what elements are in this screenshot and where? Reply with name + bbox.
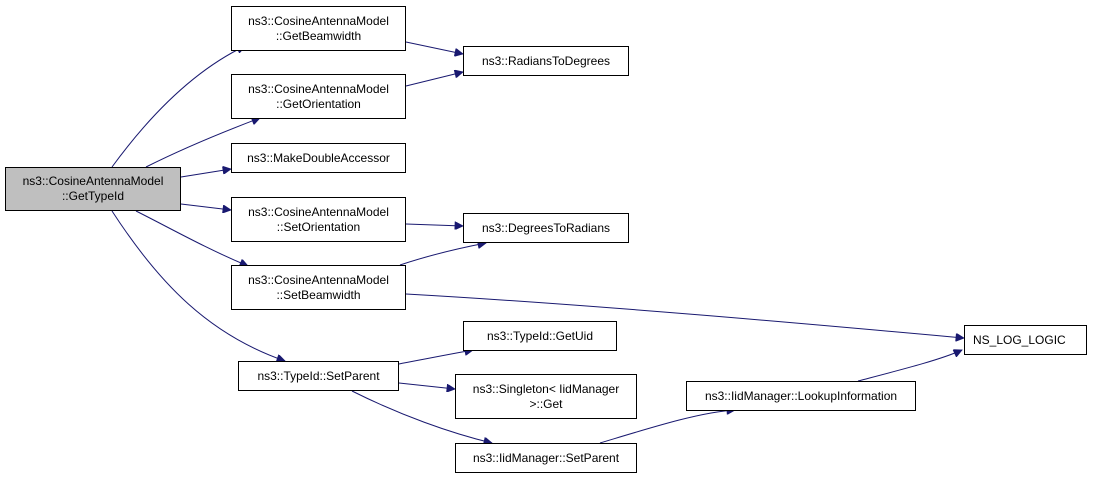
- node-label-line1: ns3::IidManager::LookupInformation: [704, 388, 898, 403]
- edge-get-type-id-to-set-beamwidth: [135, 210, 248, 266]
- edge-get-orientation-to-radians-to-degrees: [405, 72, 463, 87]
- edge-typeid-set-parent-to-iidmanager-set-parent: [351, 390, 492, 443]
- node-typeid-set-parent[interactable]: ns3::TypeId::SetParent: [238, 361, 399, 391]
- node-label-line2: >::Get: [529, 396, 563, 411]
- node-ns-log-logic[interactable]: NS_LOG_LOGIC: [964, 325, 1087, 355]
- node-label-line2: ::SetBeamwidth: [276, 287, 361, 302]
- node-label-line1: ns3::MakeDoubleAccessor: [247, 150, 390, 165]
- edge-get-type-id-to-get-beamwidth: [111, 46, 245, 168]
- node-label-line2: ::GetBeamwidth: [275, 28, 362, 43]
- node-make-double-accessor[interactable]: ns3::MakeDoubleAccessor: [231, 143, 406, 173]
- node-cosine-antenna-set-orientation[interactable]: ns3::CosineAntennaModel ::SetOrientation: [231, 197, 406, 242]
- edge-get-type-id-to-set-orientation: [180, 203, 231, 210]
- node-label-line2: ::GetOrientation: [276, 96, 361, 111]
- edge-typeid-set-parent-to-singleton-get: [398, 382, 455, 389]
- node-label-line1: ns3::TypeId::SetParent: [257, 368, 380, 383]
- node-label-line1: ns3::CosineAntennaModel: [22, 174, 164, 188]
- edge-set-beamwidth-to-ns-log-logic: [405, 293, 964, 338]
- edge-get-type-id-to-get-orientation: [145, 118, 260, 168]
- node-label-line1: ns3::TypeId::GetUid: [486, 328, 594, 343]
- edge-get-beamwidth-to-radians-to-degrees: [405, 41, 463, 54]
- edge-set-orientation-to-degrees-to-radians: [405, 224, 463, 226]
- edge-set-beamwidth-to-degrees-to-radians: [399, 243, 486, 266]
- node-cosine-antenna-get-beamwidth[interactable]: ns3::CosineAntennaModel ::GetBeamwidth: [231, 6, 406, 51]
- node-label-line1: ns3::Singleton< IidManager: [472, 381, 620, 396]
- node-degrees-to-radians[interactable]: ns3::DegreesToRadians: [463, 213, 629, 243]
- node-cosine-antenna-get-orientation[interactable]: ns3::CosineAntennaModel ::GetOrientation: [231, 74, 406, 119]
- node-cosine-antenna-get-type-id: ns3::CosineAntennaModel ::GetTypeId: [5, 167, 181, 211]
- node-singleton-iidmanager-get[interactable]: ns3::Singleton< IidManager >::Get: [455, 374, 637, 419]
- node-label-line1: ns3::CosineAntennaModel: [248, 13, 389, 28]
- edge-iidmanager-set-parent-to-iidmanager-lookup: [599, 410, 735, 444]
- node-label-line1: ns3::CosineAntennaModel: [248, 81, 389, 96]
- edge-typeid-set-parent-to-typeid-get-uid: [398, 350, 473, 365]
- node-cosine-antenna-set-beamwidth[interactable]: ns3::CosineAntennaModel ::SetBeamwidth: [231, 265, 406, 310]
- node-label-line1: ns3::DegreesToRadians: [481, 220, 611, 235]
- edge-iidmanager-lookup-to-ns-log-logic: [857, 350, 962, 382]
- node-label-line1: ns3::CosineAntennaModel: [248, 204, 389, 219]
- node-iidmanager-set-parent[interactable]: ns3::IidManager::SetParent: [455, 443, 637, 473]
- node-iidmanager-lookup-information[interactable]: ns3::IidManager::LookupInformation: [686, 381, 916, 411]
- node-typeid-get-uid[interactable]: ns3::TypeId::GetUid: [463, 321, 617, 351]
- node-label-line1: ns3::CosineAntennaModel: [248, 272, 389, 287]
- node-radians-to-degrees[interactable]: ns3::RadiansToDegrees: [463, 46, 629, 76]
- node-label-line1: ns3::RadiansToDegrees: [481, 53, 611, 68]
- node-label-line2: ::SetOrientation: [276, 219, 361, 234]
- node-label-line1: NS_LOG_LOGIC: [973, 332, 1066, 347]
- edge-get-type-id-to-typeid-set-parent: [111, 210, 285, 361]
- node-label-line2: ::GetTypeId: [61, 189, 125, 203]
- edge-get-type-id-to-make-double-accessor: [180, 169, 231, 178]
- node-label-line1: ns3::IidManager::SetParent: [472, 450, 620, 465]
